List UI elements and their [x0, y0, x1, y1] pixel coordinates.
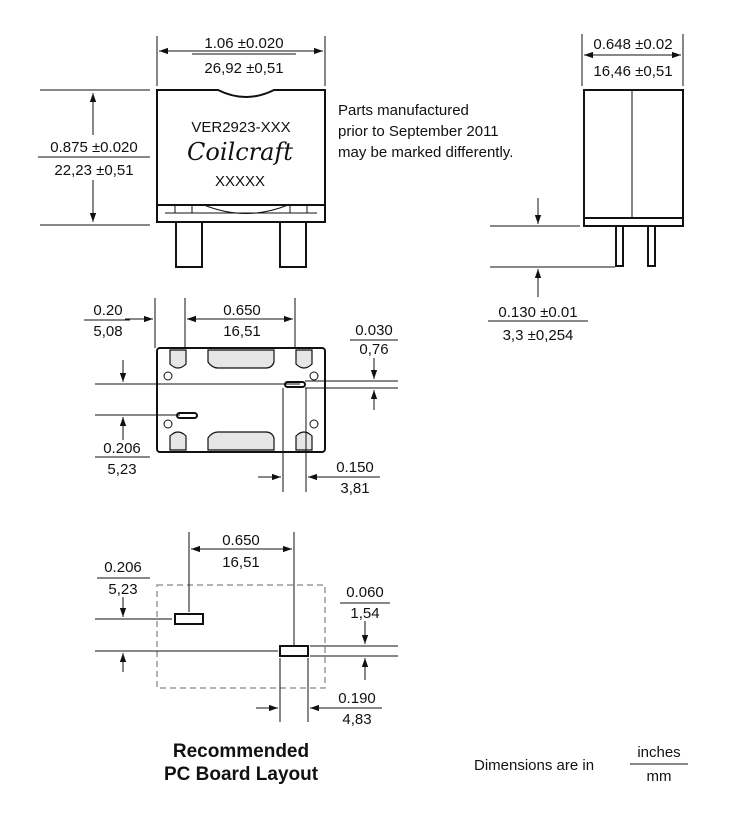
- pcb-vertical-inches: 0.206: [104, 559, 142, 576]
- units-mm: mm: [647, 768, 672, 785]
- pcb-pad-width-inches: 0.190: [338, 690, 376, 707]
- side-view: 0.648 ±0.02 16,46 ±0,51 0.130 ±0.01 3,3 …: [488, 34, 684, 344]
- part-number-marking: VER2923-XXX: [191, 119, 290, 136]
- front-view: 1.06 ±0.020 26,92 ±0,51 0.875 ±0.020 22,…: [38, 35, 326, 268]
- marking-note: Parts manufactured prior to September 20…: [338, 102, 513, 161]
- bottom-left-offset-inches: 0.20: [93, 302, 122, 319]
- pcb-pad-width-mm: 4,83: [342, 711, 371, 728]
- height-mm: 22,23 ±0,51: [54, 162, 133, 179]
- bottom-slot-length-mm: 3,81: [340, 480, 369, 497]
- bottom-pitch-inches: 0.650: [223, 302, 261, 319]
- bottom-slot-mm: 0,76: [359, 341, 388, 358]
- pcb-caption-line-1: Recommended: [173, 741, 309, 762]
- units-label: Dimensions are in: [474, 757, 594, 774]
- width-mm: 26,92 ±0,51: [204, 60, 283, 77]
- note-line-1: Parts manufactured: [338, 102, 469, 119]
- lot-code-marking: XXXXX: [215, 173, 265, 190]
- bottom-slot-length-inches: 0.150: [336, 459, 374, 476]
- bottom-pitch-mm: 16,51: [223, 323, 261, 340]
- note-line-3: may be marked differently.: [338, 144, 513, 161]
- height-inches: 0.875 ±0.020: [50, 139, 137, 156]
- pcb-pitch-mm: 16,51: [222, 554, 260, 571]
- bottom-view: 0.20 5,08 0.650 16,51 0.030 0,76 0.206: [84, 298, 398, 497]
- pcb-pad-height-inches: 0.060: [346, 584, 384, 601]
- pcb-caption-line-2: PC Board Layout: [164, 764, 319, 785]
- note-line-2: prior to September 2011: [338, 123, 499, 140]
- pcb-pad-height-mm: 1,54: [350, 605, 379, 622]
- pin-length-inches: 0.130 ±0.01: [498, 304, 577, 321]
- pcb-pitch-inches: 0.650: [222, 532, 260, 549]
- bottom-vertical-mm: 5,23: [107, 461, 136, 478]
- bottom-vertical-inches: 0.206: [103, 440, 141, 457]
- depth-mm: 16,46 ±0,51: [593, 63, 672, 80]
- pin-length-mm: 3,3 ±0,254: [503, 327, 574, 344]
- bottom-slot-inches: 0.030: [355, 322, 393, 339]
- width-inches: 1.06 ±0.020: [204, 35, 283, 52]
- pcb-layout: 0.650 16,51 0.206 5,23 0.060 1,54 0.190 …: [95, 532, 398, 728]
- depth-inches: 0.648 ±0.02: [593, 36, 672, 53]
- pcb-vertical-mm: 5,23: [108, 581, 137, 598]
- coilcraft-logo: Coilcraft: [187, 138, 293, 166]
- bottom-left-offset-mm: 5,08: [93, 323, 122, 340]
- units-legend: Dimensions are in inches mm: [474, 744, 688, 785]
- units-inches: inches: [637, 744, 680, 761]
